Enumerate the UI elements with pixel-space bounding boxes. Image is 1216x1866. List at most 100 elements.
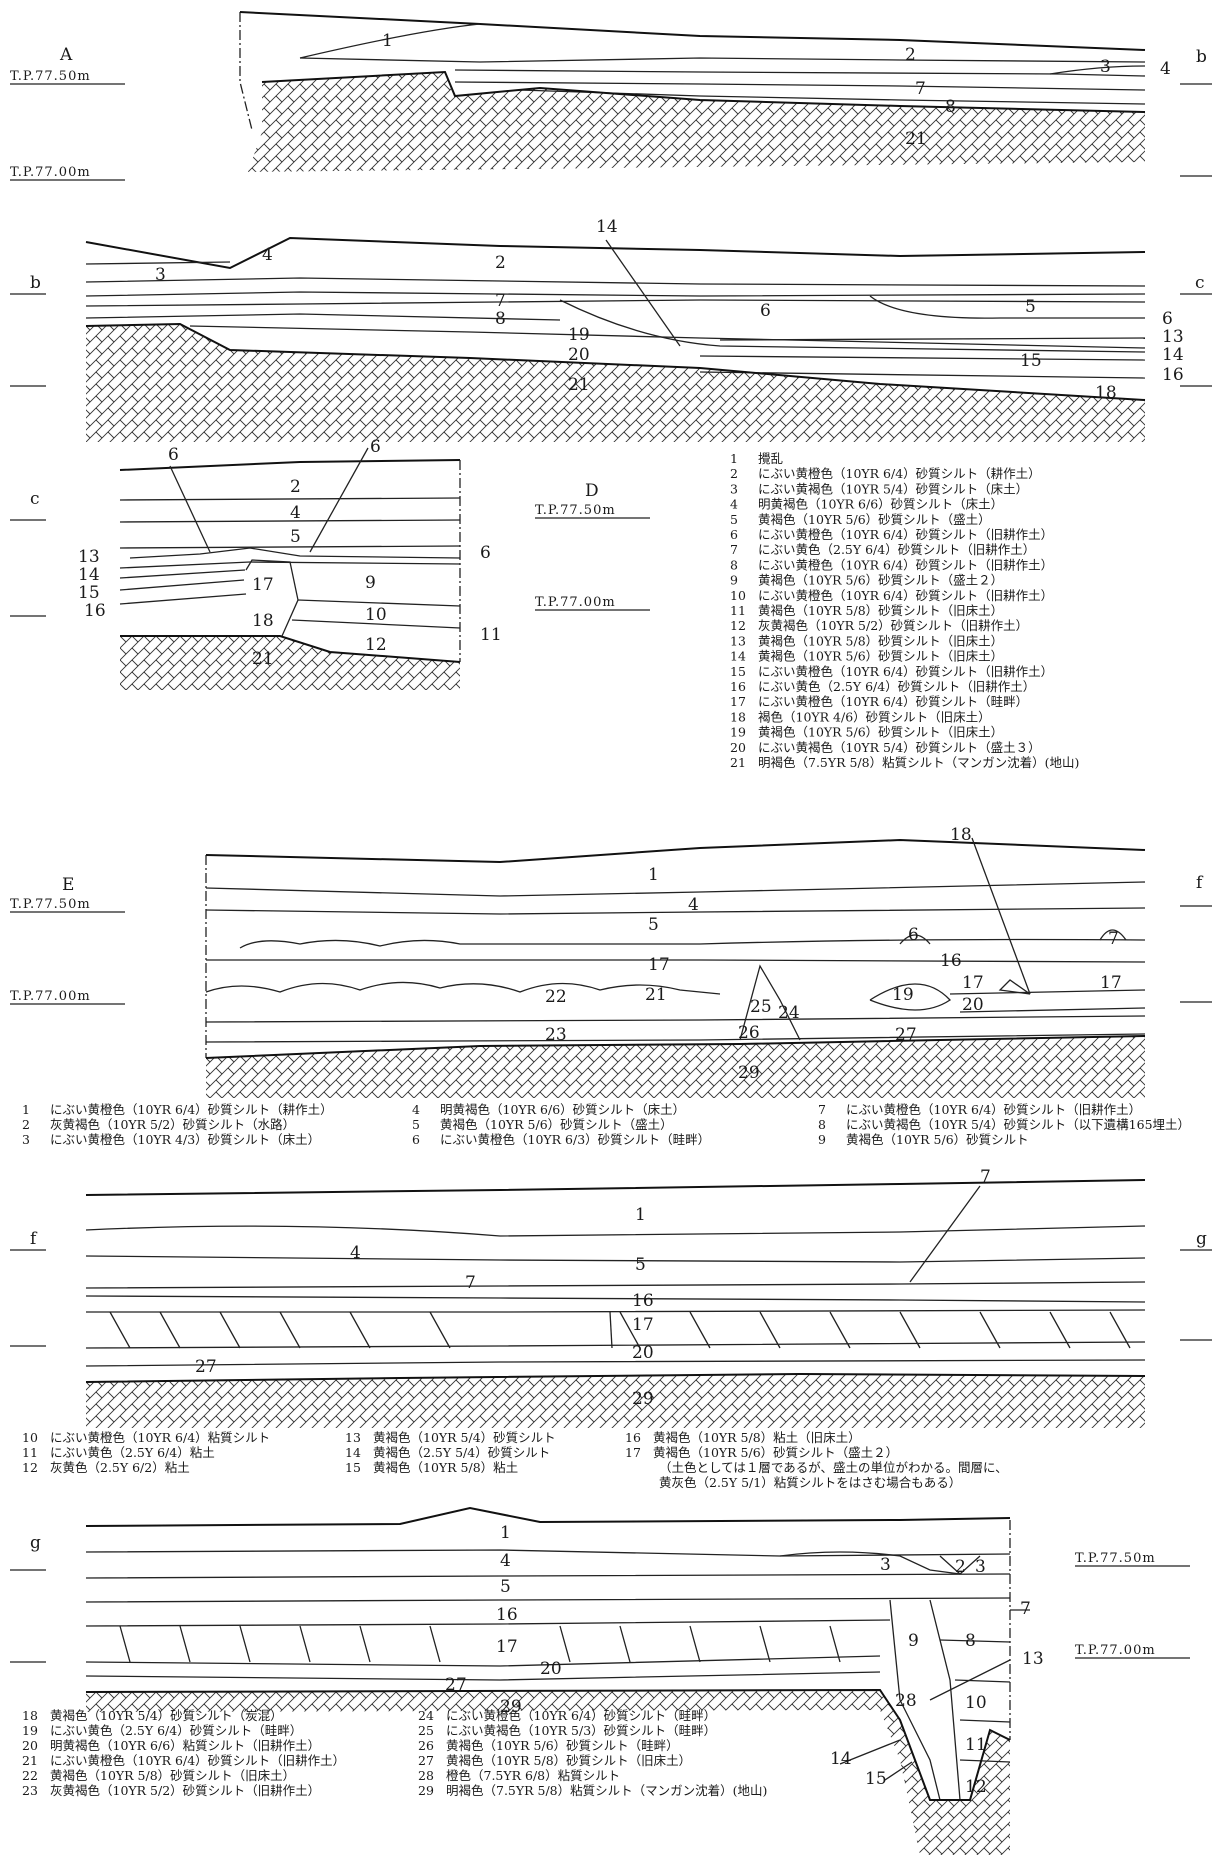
legend-text: 褐色（10YR 4/6）砂質シルト（旧床土） xyxy=(758,709,991,724)
g-layer-2 xyxy=(939,1555,981,1575)
legend-text: 黄褐色（10YR 5/8）砂質シルト（旧床土） xyxy=(758,603,1003,618)
label-e-23: 23 xyxy=(545,1025,567,1045)
label-f-1: 1 xyxy=(635,1205,646,1225)
legend-number: 17 xyxy=(730,694,746,709)
mark-b-left: b xyxy=(30,273,41,293)
label-g-9: 9 xyxy=(908,1631,919,1651)
label-4: 4 xyxy=(1160,59,1171,79)
legend-number: 7 xyxy=(818,1102,826,1117)
label-g-1: 1 xyxy=(500,1523,511,1543)
legend-text: 灰黄褐色（10YR 5/2）砂質シルト（旧耕作土） xyxy=(50,1783,320,1798)
label-bc-8: 8 xyxy=(495,309,506,329)
section-g: g T.P.77.50m T.P.77.00m 1 4 3 2 3 xyxy=(10,1506,1190,1855)
f-line-16bottom xyxy=(86,1309,1146,1313)
legend-text: 灰黄褐色（10YR 5/2）砂質シルト（水路） xyxy=(50,1117,295,1132)
line-6-diag xyxy=(559,299,1146,353)
bedrock-top-bc xyxy=(85,322,1146,401)
layer-7-line xyxy=(454,81,1146,91)
bedrock-top-cd xyxy=(120,635,461,663)
layer-21-bedrock-bc xyxy=(86,324,1145,442)
line-19 xyxy=(85,313,561,321)
label-e-5: 5 xyxy=(648,915,659,935)
bedrock-top-e xyxy=(205,1035,1146,1059)
legend-number: 14 xyxy=(345,1445,361,1460)
legend-number: 3 xyxy=(22,1132,30,1147)
line-7-bottom xyxy=(85,291,1146,297)
label-bc-15: 15 xyxy=(1020,351,1042,371)
cd-line-15 xyxy=(119,579,245,591)
g-pit-left xyxy=(889,1599,941,1801)
legend-text: にぶい黄色（2.5Y 6/4）粘土 xyxy=(50,1445,215,1460)
legend-text: 灰黄褐色（10YR 5/2）砂質シルト（旧耕作土） xyxy=(758,618,1028,633)
line-20 xyxy=(189,325,1146,349)
surface-line-bc xyxy=(85,236,1146,270)
line-7-top xyxy=(85,277,1146,287)
f-line-17bottom xyxy=(85,1341,1146,1349)
label-g-4: 4 xyxy=(500,1551,511,1571)
g-layer-3 xyxy=(779,1551,961,1575)
line-14 xyxy=(699,355,1146,361)
label-bc-7: 7 xyxy=(495,291,506,311)
layer-21-bedrock-cd xyxy=(120,636,460,690)
label-e-24: 24 xyxy=(778,1003,800,1023)
label-g-3: 3 xyxy=(880,1555,891,1575)
label-2: 2 xyxy=(905,45,916,65)
label-cd-14: 14 xyxy=(78,565,100,585)
legend-number: 26 xyxy=(418,1738,434,1753)
g-line-5bottom xyxy=(85,1597,1011,1603)
legend-number: 9 xyxy=(730,573,738,588)
label-f-16: 16 xyxy=(632,1291,654,1311)
label-e-25: 25 xyxy=(750,997,772,1017)
section-e-f: E T.P.77.50m T.P.77.00m f 1 4 5 17 21 22… xyxy=(10,825,1212,1098)
surface-line xyxy=(239,11,1146,51)
tp-7700-label-e: T.P.77.00m xyxy=(10,989,91,1004)
label-f-7top: 7 xyxy=(980,1167,991,1187)
legend-number: 25 xyxy=(418,1723,434,1738)
label-g-16: 16 xyxy=(496,1605,518,1625)
label-g-29: 29 xyxy=(500,1697,522,1717)
legend-text: 攪乱 xyxy=(758,451,783,466)
legend-number: 13 xyxy=(730,633,746,648)
label-cd-16: 16 xyxy=(84,601,106,621)
legend-number: 2 xyxy=(730,466,738,481)
legend-text: にぶい黄色（2.5Y 6/4）砂質シルト（旧耕作土） xyxy=(758,679,1035,694)
e-layer-19 xyxy=(869,983,951,1011)
cd-line-9top xyxy=(249,561,461,565)
label-g-20: 20 xyxy=(540,1659,562,1679)
legend-number: 7 xyxy=(730,542,738,557)
legend-text: にぶい黄褐色（10YR 5/4）砂質シルト（以下遺構165埋土） xyxy=(846,1117,1190,1132)
label-e-27: 27 xyxy=(895,1025,917,1045)
legend-number: 20 xyxy=(730,740,746,755)
label-g-28: 28 xyxy=(895,1691,917,1711)
layer-2-top xyxy=(299,57,1146,63)
legend-text: 黄褐色（10YR 5/4）砂質シルト（炭混） xyxy=(50,1708,283,1723)
label-e-22: 22 xyxy=(545,987,567,1007)
section-c-d: c 6 6 2 4 5 6 13 14 15 16 17 9 10 18 11 xyxy=(10,437,650,690)
label-f-17: 17 xyxy=(632,1315,654,1335)
legend-text: 黄褐色（10YR 5/6）砂質シルト（盛土２） xyxy=(653,1445,898,1460)
legend-text: 黄灰色（2.5Y 5/1）粘質シルトをはさむ場合もある） xyxy=(659,1475,961,1490)
e-line-4bottom xyxy=(205,907,1146,915)
cd-line-11 xyxy=(291,619,461,629)
legend-number: 10 xyxy=(730,588,746,603)
line-8 xyxy=(85,299,1146,307)
layer-29-bedrock-e xyxy=(206,1036,1145,1098)
legend-text: にぶい黄橙色（10YR 6/4）砂質シルト（耕作土） xyxy=(50,1102,333,1117)
label-f-7: 7 xyxy=(465,1273,476,1293)
label-g-2: 2 xyxy=(955,1557,966,1577)
legend-text: にぶい黄橙色（10YR 4/3）砂質シルト（床土） xyxy=(50,1132,320,1147)
label-f-27: 27 xyxy=(195,1357,217,1377)
legend-text: 明黄褐色（10YR 6/6）粘質シルト（旧耕作土） xyxy=(50,1738,320,1753)
section-a-b: A T.P.77.50m T.P.77.00m b 1 2 3 4 7 8 21 xyxy=(10,11,1212,181)
legend-text: にぶい黄橙色（10YR 6/4）粘質シルト xyxy=(50,1430,270,1445)
label-g-8: 8 xyxy=(965,1631,976,1651)
label-3: 3 xyxy=(1100,57,1111,77)
legend-number: 6 xyxy=(412,1132,420,1147)
label-e-17: 17 xyxy=(648,955,670,975)
line-3-top xyxy=(85,261,231,265)
tp-7700-label-d: T.P.77.00m xyxy=(535,595,616,610)
g-line-4bottom xyxy=(85,1573,1011,1579)
g-line-17bottom xyxy=(85,1655,881,1667)
legend-text: 黄褐色（10YR 5/4）砂質シルト xyxy=(373,1430,556,1445)
